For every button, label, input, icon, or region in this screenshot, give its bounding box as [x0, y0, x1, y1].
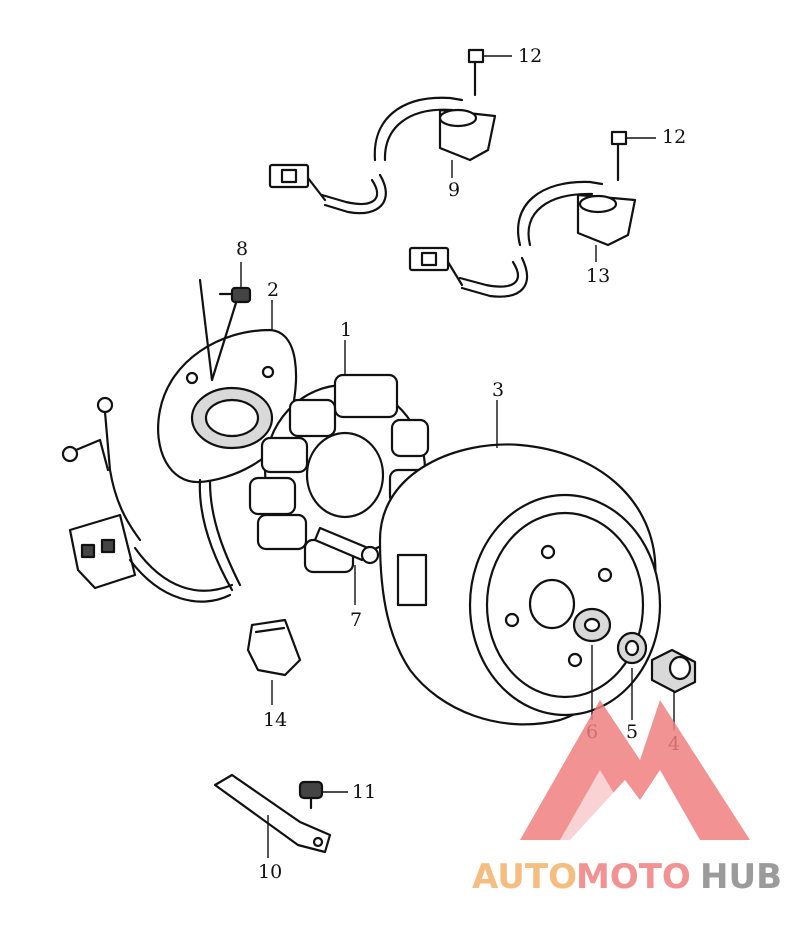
callout-12b: 12: [662, 126, 686, 148]
callout-2: 2: [267, 279, 279, 301]
logo-text-moto: MOTO: [576, 857, 691, 897]
stator-wire-harness: [61, 396, 242, 603]
lock-washer-5: [616, 631, 648, 720]
callout-10: 10: [258, 861, 282, 883]
logo-triangle-mark: [520, 700, 750, 840]
callout-13: 13: [586, 265, 610, 287]
pulse-generator-upper: [268, 48, 512, 215]
washer-6: [572, 607, 612, 720]
callout-14: 14: [263, 709, 287, 731]
pulse-generator-lower: [408, 130, 656, 298]
callout-12a: 12: [518, 45, 542, 67]
callout-8: 8: [236, 238, 248, 260]
callout-5: 5: [626, 721, 638, 743]
logo-text-auto: AUTO: [472, 857, 577, 897]
callout-1: 1: [340, 319, 352, 341]
nut-4: [650, 648, 697, 730]
callout-11: 11: [352, 781, 376, 803]
bolt-7: [313, 526, 380, 605]
flywheel-rotor: [378, 400, 662, 726]
callout-7: 7: [350, 609, 362, 631]
grommet-14: [246, 618, 302, 705]
bolt-8: [218, 262, 252, 304]
clamp-10: [213, 773, 332, 858]
automotohub-logo: AUTO MOTO HUB: [472, 700, 782, 897]
bolt-11: [298, 780, 348, 810]
callout-9: 9: [448, 179, 460, 201]
logo-text-hub: HUB: [700, 857, 782, 897]
callout-3: 3: [492, 379, 504, 401]
